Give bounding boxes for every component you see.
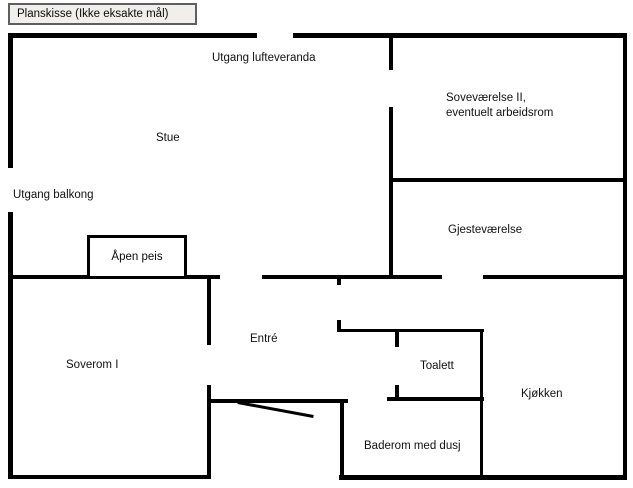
fireplace-box: Åpen peis bbox=[87, 235, 187, 279]
wall-sove2-west-upper bbox=[389, 37, 393, 70]
wall-kjokken-west bbox=[479, 329, 483, 479]
label-gjestevaerelse: Gjesteværelse bbox=[448, 224, 523, 236]
wall-right bbox=[622, 33, 627, 479]
wall-left-upper bbox=[8, 33, 13, 168]
wall-toalett-south bbox=[387, 397, 484, 401]
label-kjokken: Kjøkken bbox=[521, 388, 563, 400]
wall-top-right bbox=[293, 33, 627, 38]
wall-toalett-west-lower bbox=[395, 385, 399, 400]
wall-toalett-north bbox=[337, 328, 484, 332]
wall-sove2-west-lower bbox=[389, 107, 393, 279]
fireplace-label: Åpen peis bbox=[111, 251, 163, 263]
label-entre: Entré bbox=[250, 333, 278, 345]
wall-sove2-gjeste-divider bbox=[389, 178, 627, 182]
label-toalett: Toalett bbox=[420, 360, 454, 372]
plan-title: Planskisse (Ikke eksakte mål) bbox=[17, 8, 169, 20]
wall-soverom1-east-lower bbox=[207, 385, 211, 478]
label-utgang-lufteveranda: Utgang lufteveranda bbox=[212, 52, 316, 64]
label-sovevaerelse2-line2: eventuelt arbeidsrom bbox=[446, 106, 554, 119]
label-utgang-balkong: Utgang balkong bbox=[13, 189, 94, 201]
plan-title-box: Planskisse (Ikke eksakte mål) bbox=[8, 3, 197, 25]
wall-top-left bbox=[8, 33, 257, 38]
wall-entre-kjokken-jamb-lower bbox=[337, 320, 341, 332]
label-baderom: Baderom med dusj bbox=[364, 440, 461, 452]
wall-soverom1-east-upper bbox=[207, 277, 211, 345]
entrance-door-swing-line bbox=[237, 401, 314, 418]
wall-baderom-west bbox=[340, 400, 344, 477]
label-sovevaerelse2-line1: Soveværelse II, bbox=[446, 92, 526, 104]
wall-left-lower bbox=[8, 212, 13, 478]
wall-mid-center bbox=[262, 274, 442, 279]
wall-entre-south bbox=[207, 399, 348, 403]
label-stue: Stue bbox=[156, 132, 180, 144]
label-soverom1: Soverom I bbox=[66, 359, 119, 371]
label-sovevaerelse2: Soveværelse II, eventuelt arbeidsrom bbox=[446, 91, 553, 120]
wall-toalett-west-upper bbox=[395, 331, 399, 347]
wall-mid-east bbox=[483, 274, 627, 279]
wall-entre-kjokken-jamb-upper bbox=[337, 277, 341, 285]
wall-bottom-baderom-kjokken bbox=[339, 475, 627, 480]
wall-bottom-soverom bbox=[8, 474, 211, 479]
